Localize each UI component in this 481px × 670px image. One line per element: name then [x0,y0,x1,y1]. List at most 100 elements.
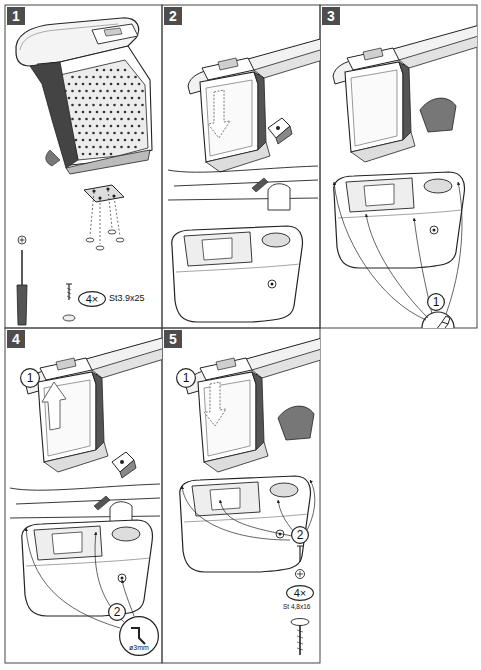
perforation-dots [75,139,78,142]
perforation-dots [124,83,127,86]
perforation-dots [92,132,95,135]
perforation-dots [110,125,113,128]
armrest-front [188,28,320,172]
screw-set [299,625,301,655]
perforation-dots [99,90,102,93]
callout-text: 2 [114,606,121,618]
screw-icon [63,315,75,321]
perforation-dots [78,90,81,93]
armrest-exploded [46,150,60,166]
perforation-dots [141,118,144,121]
screws [116,238,124,242]
perforation-dots [106,146,109,149]
perforation-dots [117,97,120,100]
leader-lines [306,480,315,532]
perforation-dots [78,146,81,149]
move-arrow [42,382,66,430]
center-console [22,520,153,616]
perforation-dots [110,153,113,156]
panel-frames [5,5,162,328]
perforation-dots [131,111,134,114]
perforation-dots [71,90,74,93]
perforation-dots [117,69,120,72]
perforation-dots [124,97,127,100]
perforation-dots [113,90,116,93]
armrest-exploded [84,185,124,202]
perforation-dots [96,139,99,142]
perforation-dots [82,125,85,128]
step-number: 2 [164,7,182,25]
screws [86,230,124,250]
screw-leaders [90,190,120,244]
perforation-dots [120,76,123,79]
step-number-text: 5 [169,332,177,346]
perforation-dots [141,132,144,135]
perforation-dots [113,132,116,135]
armrest-removal [168,28,320,322]
callout-text: 1 [183,372,190,384]
step-number-text: 4 [12,332,20,346]
screw-icon [67,288,71,298]
screwdriver [18,236,26,244]
leader-lines [220,500,292,536]
perforation-dots [92,146,95,149]
perforation-dots [117,125,120,128]
floor-trim [168,166,318,210]
circle-outline [177,369,196,388]
perforation-dots [75,125,78,128]
perforation-dots [127,104,130,107]
perforation-dots [120,132,123,135]
screw-set [297,546,303,562]
perforation-dots [89,125,92,128]
center-console [334,172,465,268]
leader-lines [334,182,462,320]
clip-part [268,118,292,144]
perforation-dots [134,76,137,79]
perforation-dots [124,125,127,128]
perforation-dots [106,76,109,79]
perforation-dots [78,76,81,79]
perforation-dots [110,139,113,142]
perforation-dots [99,76,102,79]
perforation-dots [134,146,137,149]
perforation-dots [134,90,137,93]
perforation-dots [117,83,120,86]
perforation-dots [85,104,88,107]
perforation-dots [89,153,92,156]
perforation-dots [96,69,99,72]
perforation-dots [134,132,137,135]
step-number: 5 [164,330,182,348]
perforation-dots [64,90,67,93]
perforation-dots [78,118,81,121]
perforation-dots [85,76,88,79]
perforation-dots [92,118,95,121]
move-arrow [208,90,230,138]
trim-release [333,18,477,328]
perforation-dots [75,83,78,86]
perforation-dots [82,97,85,100]
perforation-dots [96,83,99,86]
perforation-dots [110,111,113,114]
perforation-dots [78,104,81,107]
perforation-dots [82,153,85,156]
perforation-dots [131,139,134,142]
perforation-dots [89,97,92,100]
perforation-dots [85,132,88,135]
perforation-dots [103,111,106,114]
perforation-dots [113,118,116,121]
screw-set [297,571,303,577]
perforation-dots [85,146,88,149]
step-number: 3 [322,7,340,25]
tool-callout [422,312,454,328]
perforation-dots [127,118,130,121]
perforation-dots [103,69,106,72]
perforation-dots [131,97,134,100]
perforation-dots [134,118,137,121]
allen-key-icon [131,628,145,644]
screw-set [297,630,303,650]
callout-text: 1 [433,296,440,308]
screw-leaders [90,192,94,236]
perforation-dots [124,111,127,114]
circle-outline [21,369,40,388]
